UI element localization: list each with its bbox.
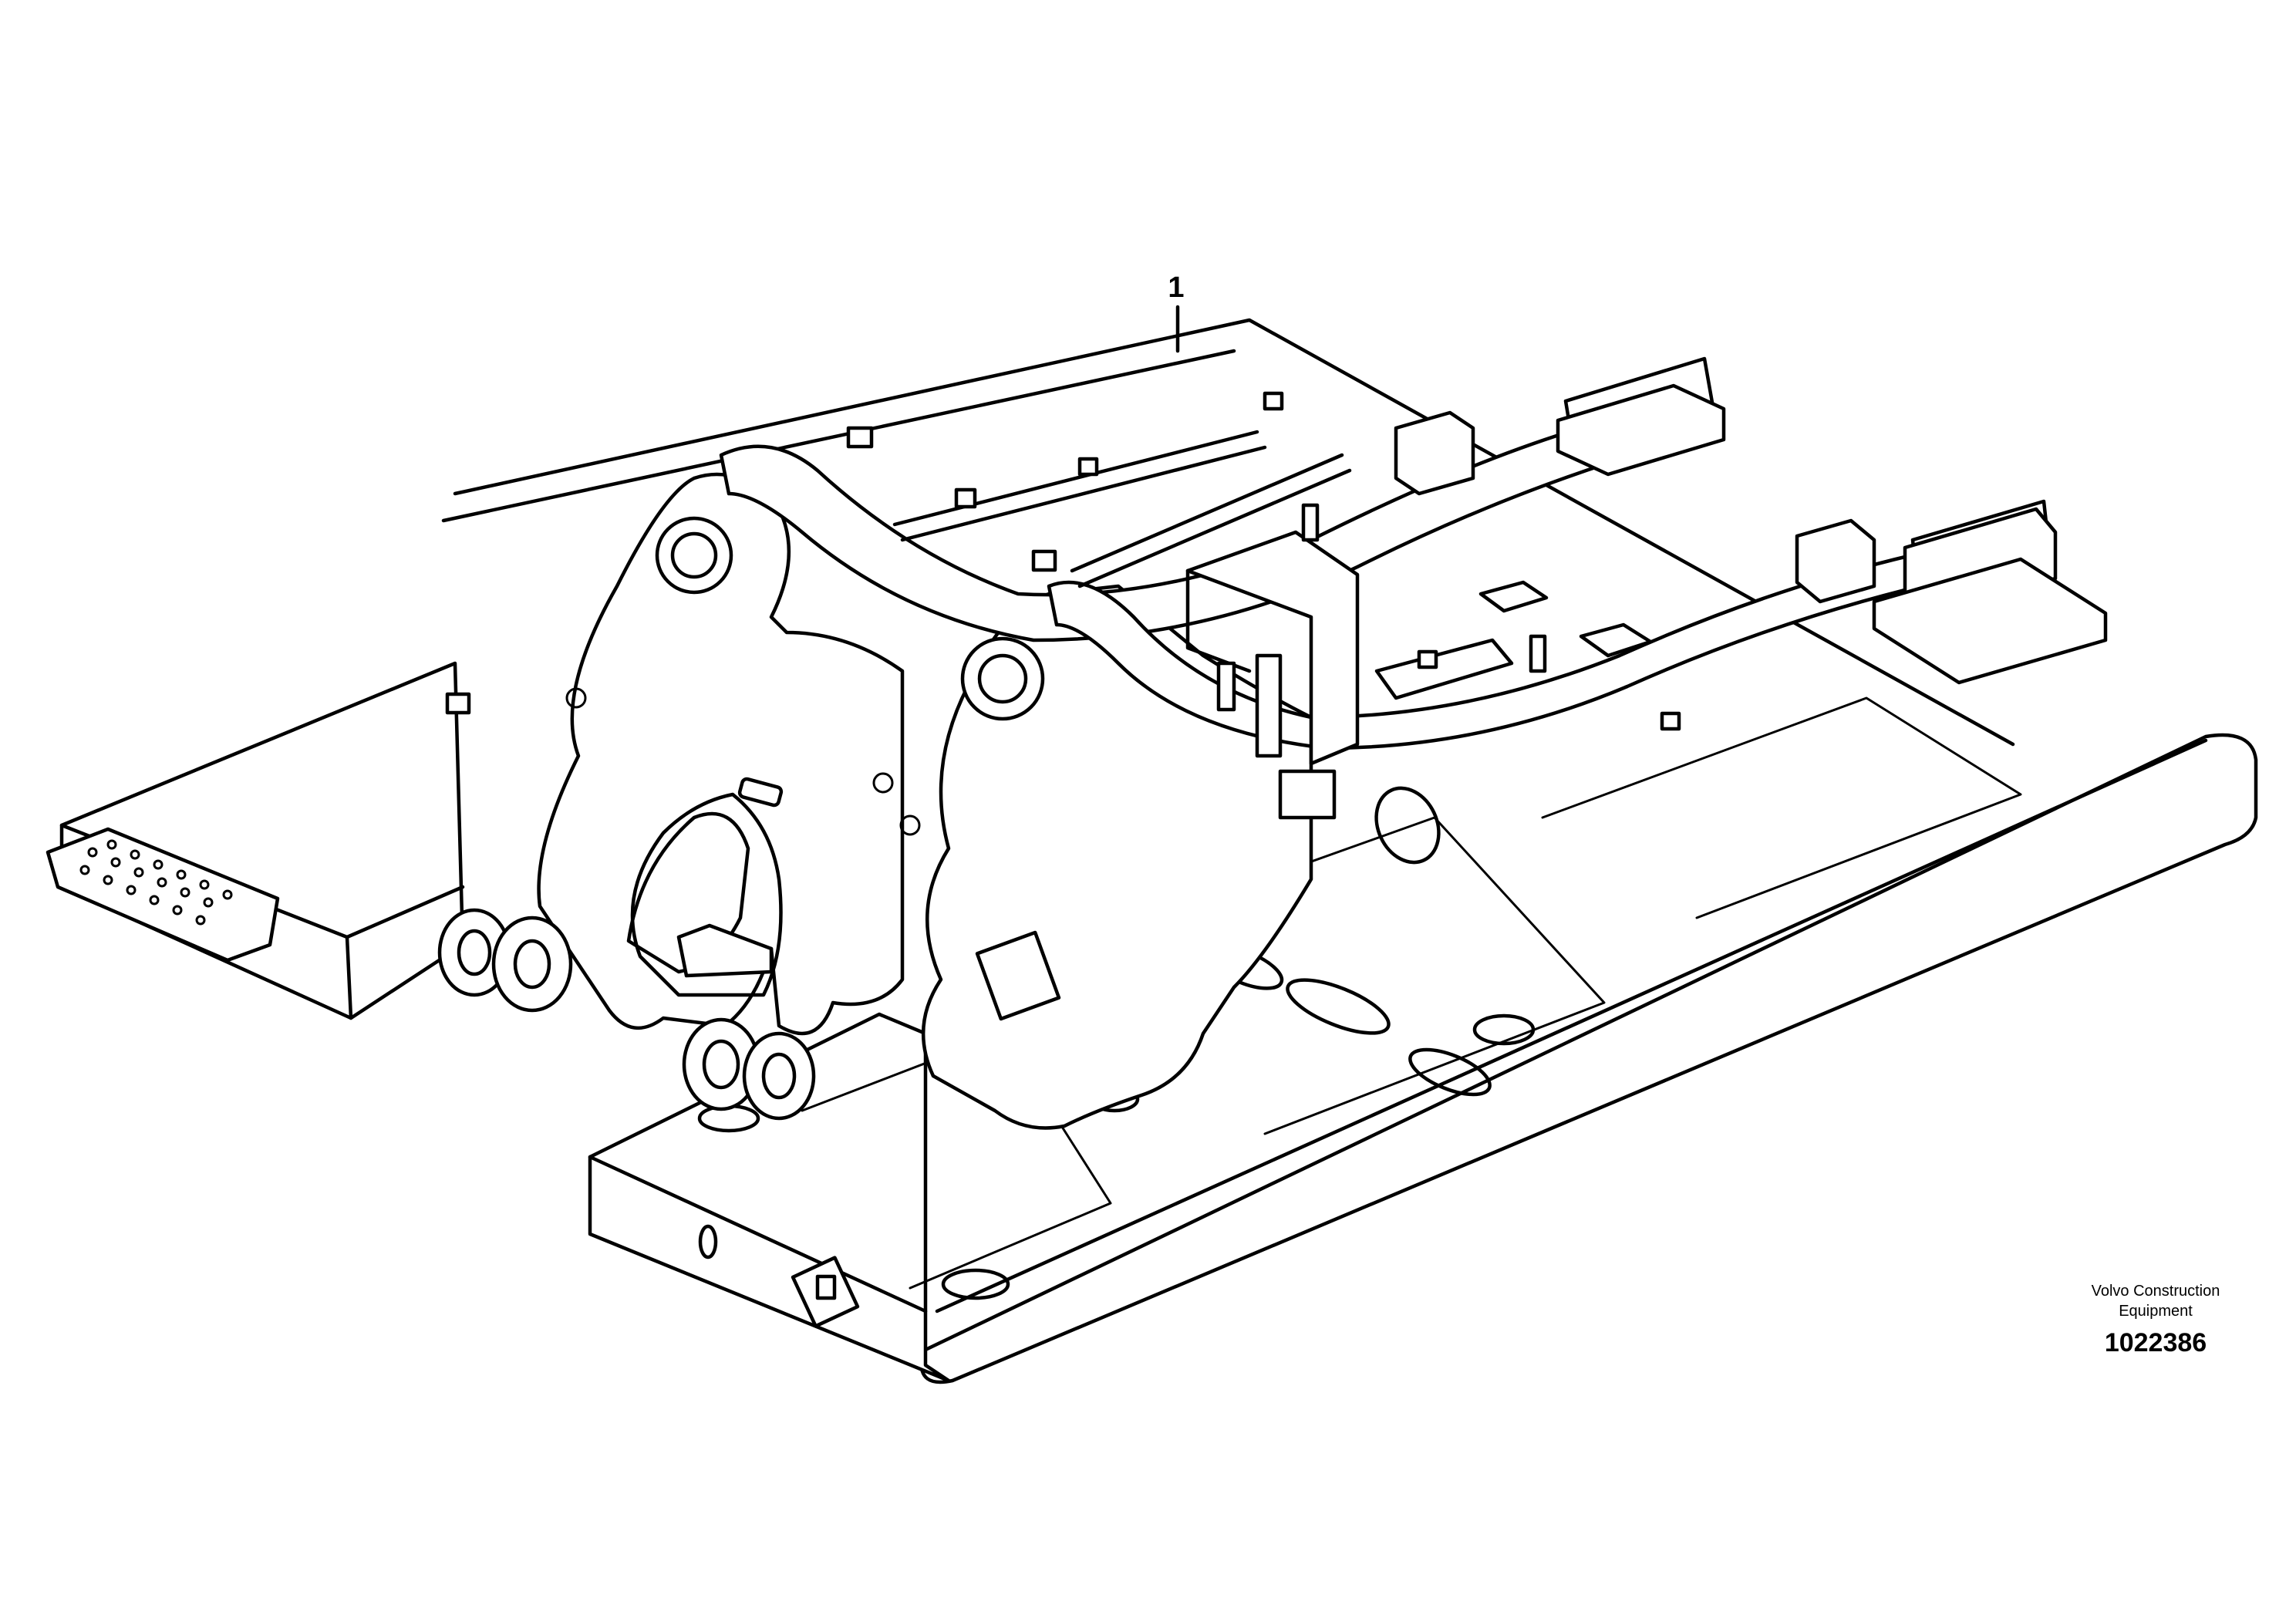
callout-number: 1 <box>1168 271 1184 304</box>
drawing-number: 1022386 <box>2105 1328 2207 1357</box>
maker-line-2: Equipment <box>2119 1303 2193 1320</box>
step-grating-holes <box>79 839 233 926</box>
title-block: Volvo Construction Equipment 1022386 <box>2092 1283 2220 1357</box>
maker-line-1: Volvo Construction <box>2092 1283 2220 1300</box>
base-frame <box>46 318 2258 1384</box>
upper-frame <box>445 383 2108 820</box>
callout-1: 1 <box>1168 271 1185 353</box>
